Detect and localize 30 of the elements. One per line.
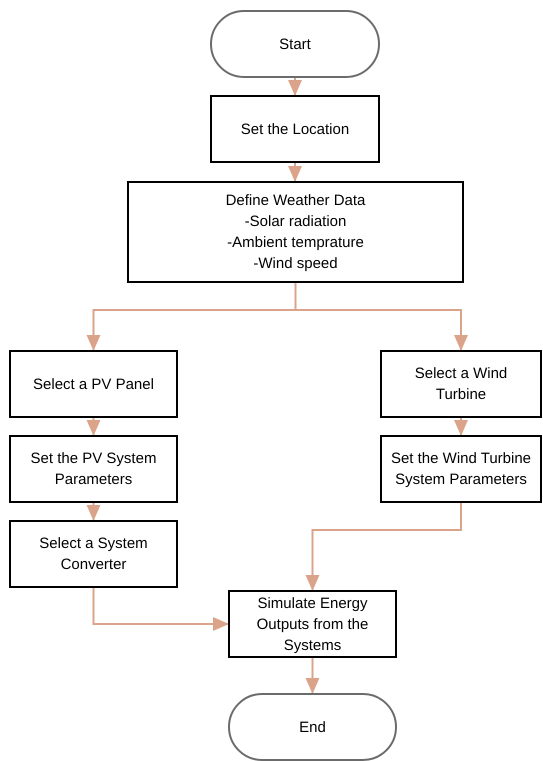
process-box <box>9 435 178 503</box>
node-text: End <box>299 718 326 738</box>
arrow <box>92 588 229 631</box>
node-text: Select a Wind Turbine <box>414 364 508 405</box>
arrow <box>454 418 468 436</box>
node-text: Set the Location <box>240 120 350 140</box>
arrow <box>306 503 462 591</box>
process-box <box>380 350 542 418</box>
node-text: Set the PV System Parameters <box>30 449 158 490</box>
node-text: Simulate Energy Outputs from the Systems <box>256 594 370 656</box>
node-text: Define Weather Data <box>226 191 366 211</box>
node-text: -Ambient temprature <box>227 233 364 253</box>
arrow <box>288 78 302 96</box>
node-text: -Solar radiation <box>244 212 346 232</box>
arrow <box>86 418 100 436</box>
process-box <box>9 350 178 418</box>
process-box <box>210 95 380 163</box>
arrow <box>86 503 100 521</box>
node-text: Select a System Converter <box>38 534 149 575</box>
node-text: Set the Wind Turbine System Parameters <box>390 449 532 490</box>
node-text: -Wind speed <box>253 254 338 274</box>
process-box <box>380 435 542 503</box>
arrow <box>294 283 468 351</box>
arrow <box>306 658 320 694</box>
node-text: Start <box>279 34 311 54</box>
arrow <box>288 163 302 182</box>
node-text: Select a PV Panel <box>33 374 154 394</box>
process-box <box>9 520 178 588</box>
process-box <box>228 590 397 658</box>
process-box <box>127 181 464 283</box>
